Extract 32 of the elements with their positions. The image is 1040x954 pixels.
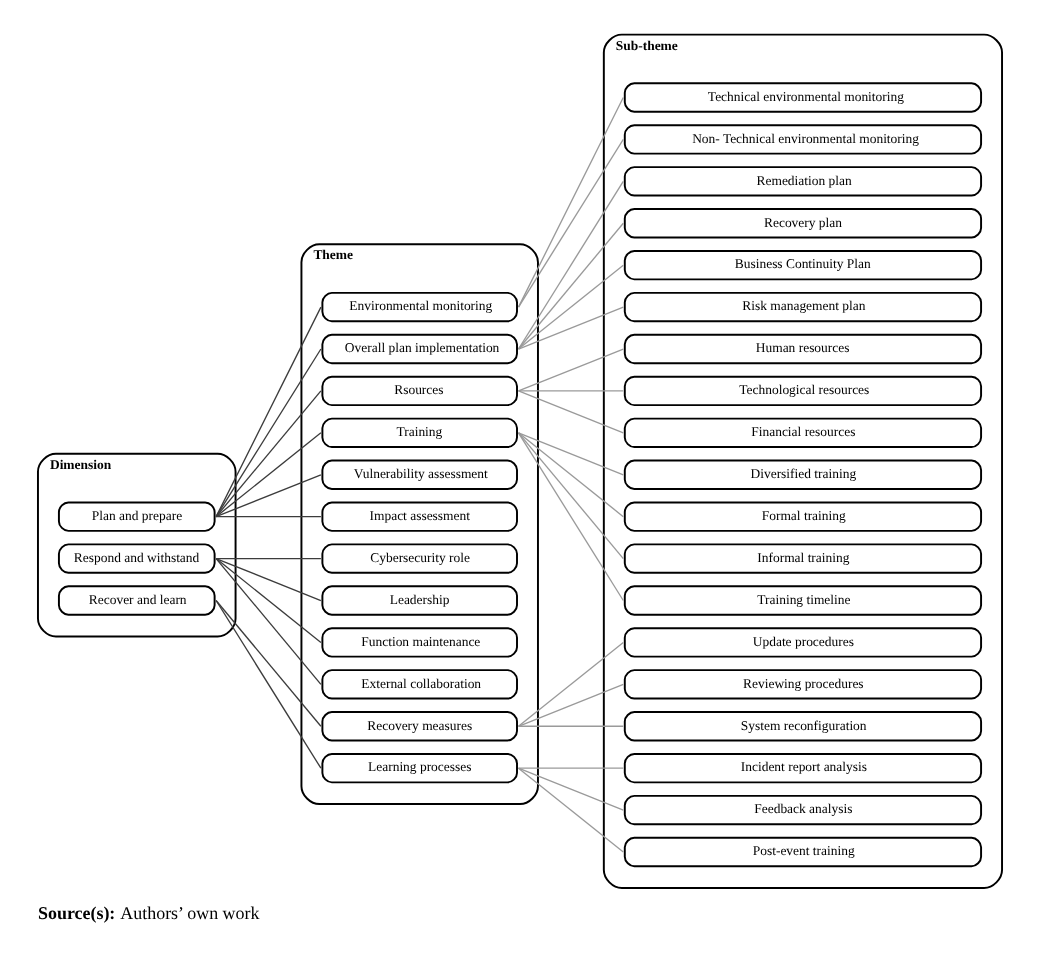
caption: Source(s): Authors’ own work (37, 902, 260, 923)
connector (517, 767, 624, 811)
connector (517, 390, 624, 392)
connector (517, 725, 624, 727)
connector (215, 348, 322, 518)
connector (215, 557, 322, 685)
connector (517, 767, 624, 769)
connector (215, 432, 322, 518)
connector (517, 222, 624, 350)
connector (517, 348, 624, 392)
connector (215, 599, 322, 727)
connector (215, 306, 322, 518)
connector (517, 390, 624, 434)
connector (517, 306, 624, 350)
connector (517, 138, 624, 308)
connector (215, 474, 322, 518)
connector (517, 264, 624, 350)
connector (517, 432, 624, 476)
connector (517, 180, 624, 350)
connector (215, 390, 322, 518)
connector (215, 557, 322, 560)
connector (215, 599, 322, 769)
connector (517, 767, 624, 853)
connector (517, 641, 624, 727)
connector (215, 557, 322, 602)
connector (517, 96, 624, 308)
connector (517, 432, 624, 518)
connector (215, 516, 322, 518)
connector (517, 683, 624, 727)
connector (215, 557, 322, 644)
connector (517, 432, 624, 602)
connector (517, 432, 624, 560)
